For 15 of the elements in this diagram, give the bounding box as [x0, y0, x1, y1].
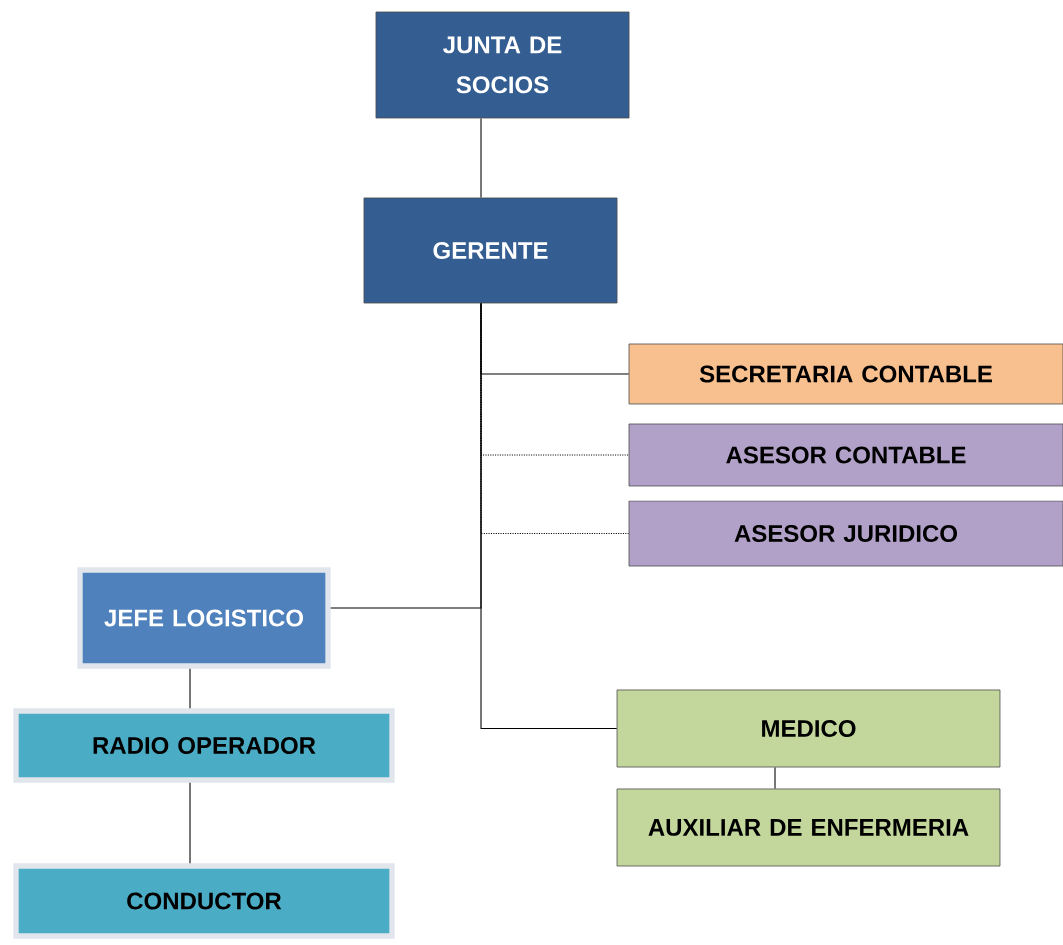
org-box: RADIO OPERADOR: [13, 708, 395, 783]
org-box: CONDUCTOR: [13, 863, 395, 939]
org-box: JUNTA DE SOCIOS: [375, 11, 630, 119]
org-box: MEDICO: [616, 689, 1001, 768]
connector-line: [480, 302, 618, 730]
org-box: SECRETARIA CONTABLE: [628, 343, 1063, 405]
org-box: ASESOR JURIDICO: [628, 500, 1063, 567]
org-box: ASESOR CONTABLE: [628, 423, 1063, 487]
connector-line: [774, 766, 776, 790]
connector-line: [189, 782, 191, 864]
connector-line: [189, 668, 191, 709]
org-box: JEFE LOGISTICO: [77, 567, 331, 669]
org-box: AUXILIAR DE ENFERMERIA: [616, 788, 1001, 867]
connector-line: [480, 117, 482, 199]
org-box: GERENTE: [363, 197, 618, 304]
